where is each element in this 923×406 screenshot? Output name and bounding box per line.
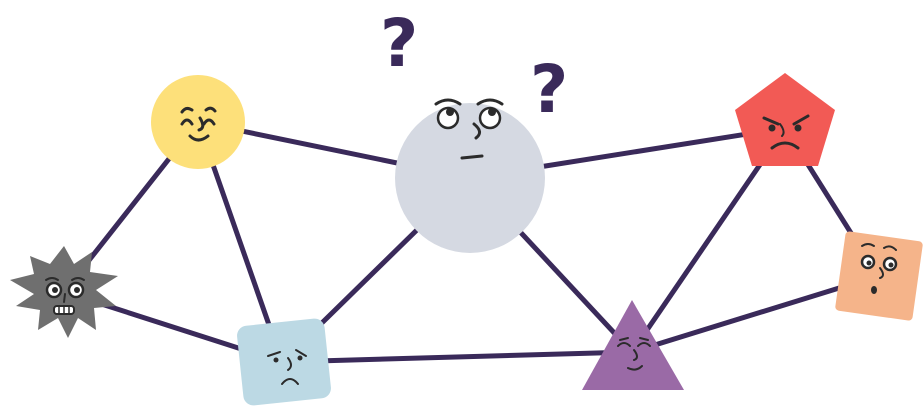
sad-face-icon <box>267 349 307 385</box>
node-grey-star <box>10 246 118 338</box>
question-mark-left: ? <box>380 5 418 82</box>
happy-face-icon <box>180 106 217 142</box>
surprised-face-icon <box>860 243 898 294</box>
edge-orange-purple <box>631 273 879 355</box>
node-yellow-circle <box>151 75 245 169</box>
angry-face-icon <box>762 114 810 150</box>
edge-blue-purple <box>281 349 633 365</box>
node-red-pentagon <box>735 73 835 166</box>
node-grey-circle <box>395 98 545 253</box>
node-blue-square <box>237 318 331 406</box>
nervous-face-icon <box>45 277 85 315</box>
purple-triangle-body <box>582 300 684 390</box>
grey-circle-body <box>395 103 545 253</box>
question-mark-right: ? <box>530 51 568 128</box>
orange-square-body <box>835 231 923 321</box>
wondering-face-icon <box>434 98 504 160</box>
grey-star-body <box>10 246 118 338</box>
red-pentagon-body <box>735 73 835 166</box>
smug-face-icon <box>617 337 651 371</box>
node-purple-triangle <box>582 300 684 390</box>
node-orange-square <box>835 231 923 321</box>
blue-square-body <box>237 318 331 406</box>
yellow-circle-body <box>151 75 245 169</box>
